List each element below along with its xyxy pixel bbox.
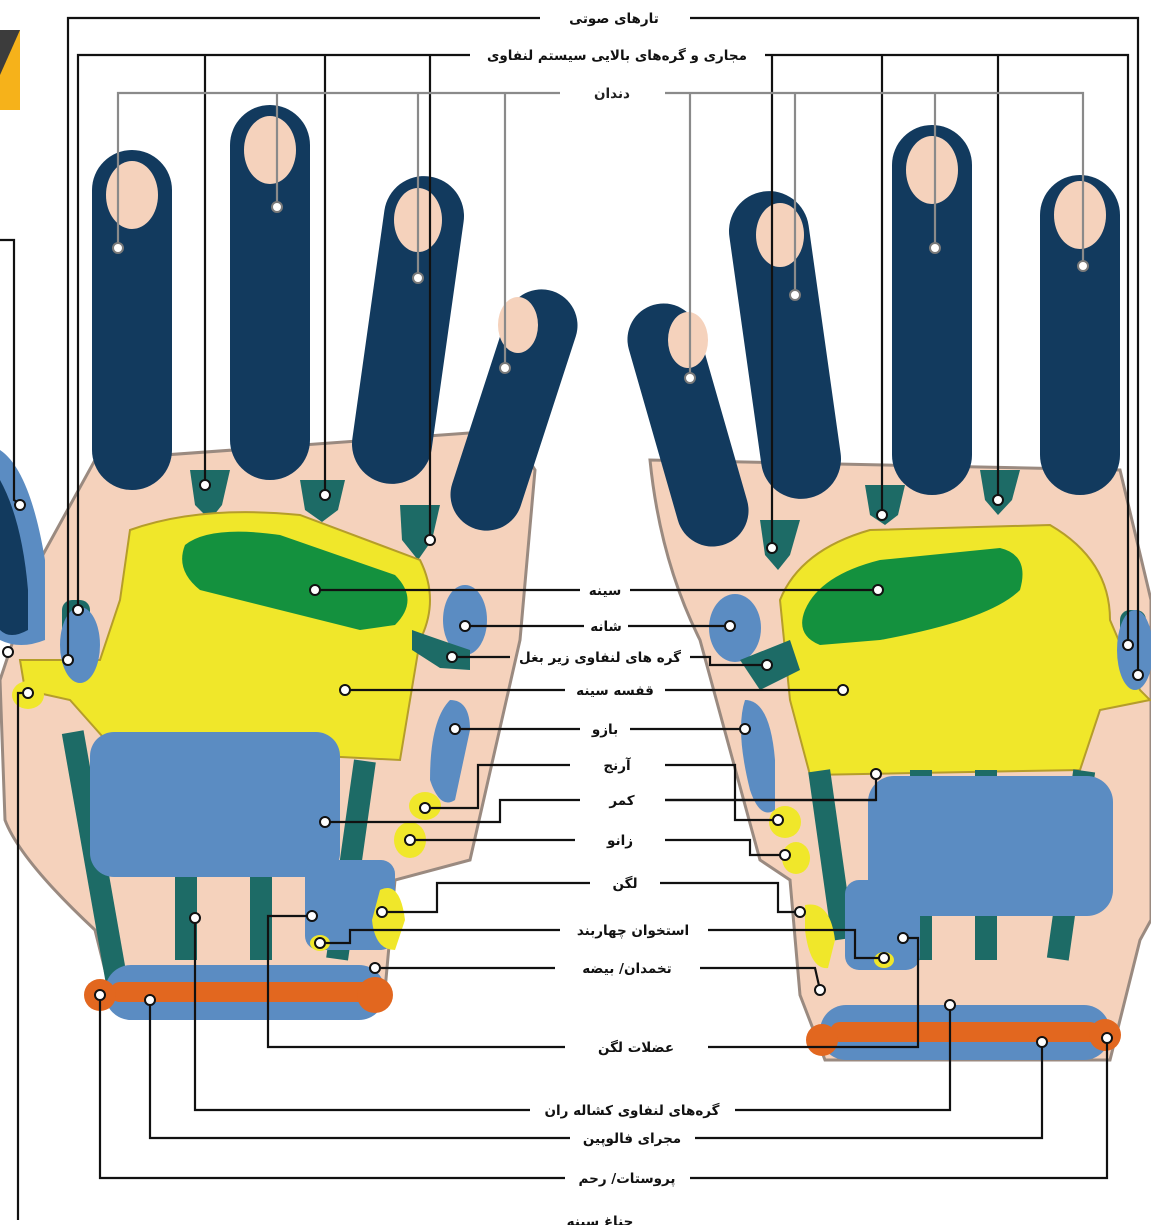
label-arm: بازو (591, 722, 618, 738)
line-pelvis-left (382, 883, 590, 912)
left-waist (90, 732, 340, 877)
label-teeth: دندان (594, 86, 630, 102)
label-elbow: آرنج (603, 757, 631, 774)
right-tip-4 (1054, 181, 1106, 249)
label-fallopian: مجرای فالوپین (583, 1131, 681, 1147)
line-fallopian-left (150, 1000, 570, 1138)
right-fallopian (830, 1022, 1100, 1042)
right-tip-2 (756, 203, 804, 267)
line-teeth-right (665, 93, 1083, 266)
label-waist: کمر (608, 793, 634, 809)
label-breast: جناغ سینه (567, 1214, 634, 1225)
label-pelvic-muscles: عضلات لگن (598, 1039, 674, 1056)
right-ovary (806, 1024, 838, 1056)
label-knee: زانو (606, 833, 633, 849)
line-teeth-left (118, 93, 560, 248)
left-shoulder-outer (60, 607, 100, 683)
label-shoulder: شانه (590, 619, 622, 635)
left-tip-2 (244, 116, 296, 184)
left-ovary (357, 977, 393, 1013)
label-prostate: پروستات/ رحم (579, 1171, 676, 1187)
right-tip-3 (906, 136, 958, 204)
label-groin-lymph: گره‌های لنفاوی کشاله ران (544, 1102, 719, 1119)
label-vocal-cords: تارهای صوتی (569, 11, 659, 27)
label-pelvis: لگن (612, 875, 637, 892)
line-pelvis-right (660, 883, 800, 912)
line-prostate-left (100, 995, 565, 1178)
label-coccyx: استخوان چهاربند (577, 923, 689, 939)
right-hand (619, 125, 1151, 1060)
right-tip-1 (668, 312, 708, 368)
label-ovary: تخمدان/ بیضه (582, 961, 672, 977)
label-chest: سینه (589, 583, 621, 599)
label-armpit-lymph: گره های لنفاوی زیر بغل (519, 649, 681, 666)
left-tip-1 (106, 161, 158, 229)
label-upper-lymph: مجاری و گره‌های بالایی سیستم لنفاوی (487, 47, 747, 64)
label-rib-cage: قفسه سینه (576, 683, 654, 699)
